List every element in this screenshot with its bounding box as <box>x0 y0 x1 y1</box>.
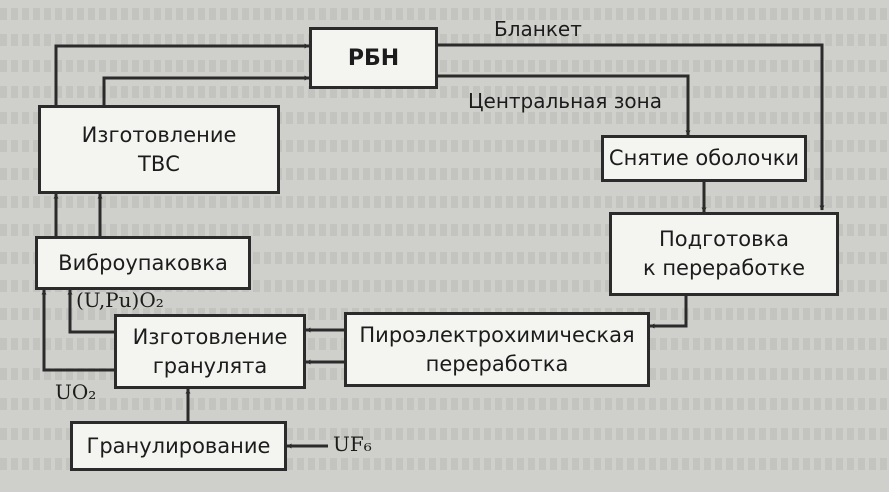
box-prep-line2: к переработке <box>642 256 806 280</box>
label-uo2: UO₂ <box>55 380 97 404</box>
arrow-tvs-to-rbn-outer <box>54 43 310 105</box>
box-rbn-label: РБН <box>347 45 400 71</box>
box-tvs-fabrication: Изготовление ТВС <box>38 105 280 194</box>
box-granulate-fabrication: Изготовление гранулята <box>114 314 306 389</box>
box-granulate-line1: Изготовление <box>132 324 288 349</box>
box-tvs-line1: Изготовление <box>81 122 237 147</box>
box-granulation: Гранулирование <box>70 421 287 471</box>
box-granulate-line2: гранулята <box>152 353 268 378</box>
box-granulation-label: Гранулирование <box>86 433 271 458</box>
arrow-granulate-to-vibro-upu <box>67 289 114 334</box>
label-blanket: Бланкет <box>494 17 582 41</box>
box-pyro-line1: Пироэлектрохимическая <box>359 322 635 347</box>
arrow-rbn-central-zone <box>438 74 691 136</box>
arrow-rbn-blanket <box>438 43 825 211</box>
label-central-zone: Центральная зона <box>468 89 663 113</box>
arrow-prep-to-pyro <box>649 296 688 329</box>
box-reprocessing-prep: Подготовка к переработке <box>609 212 839 296</box>
box-vibro-label: Виброупаковка <box>58 250 228 275</box>
label-uf6: UF₆ <box>333 432 372 456</box>
arrow-granulate-to-vibro-uo2 <box>41 289 114 372</box>
box-prep-line1: Подготовка <box>658 227 790 251</box>
box-pyro-line2: переработка <box>425 351 569 376</box>
box-decladding: Снятие оболочки <box>601 135 807 182</box>
box-tvs-line2: ТВС <box>138 151 180 176</box>
arrow-tvs-to-rbn-inner <box>102 75 310 105</box>
box-vibro-packing: Виброупаковка <box>35 236 251 290</box>
box-pyro-reprocessing: Пироэлектрохимическая переработка <box>344 312 650 387</box>
box-decladding-label: Снятие оболочки <box>608 146 800 170</box>
label-upu-o2: (U,Pu)O₂ <box>76 288 164 312</box>
box-rbn: РБН <box>309 27 438 89</box>
